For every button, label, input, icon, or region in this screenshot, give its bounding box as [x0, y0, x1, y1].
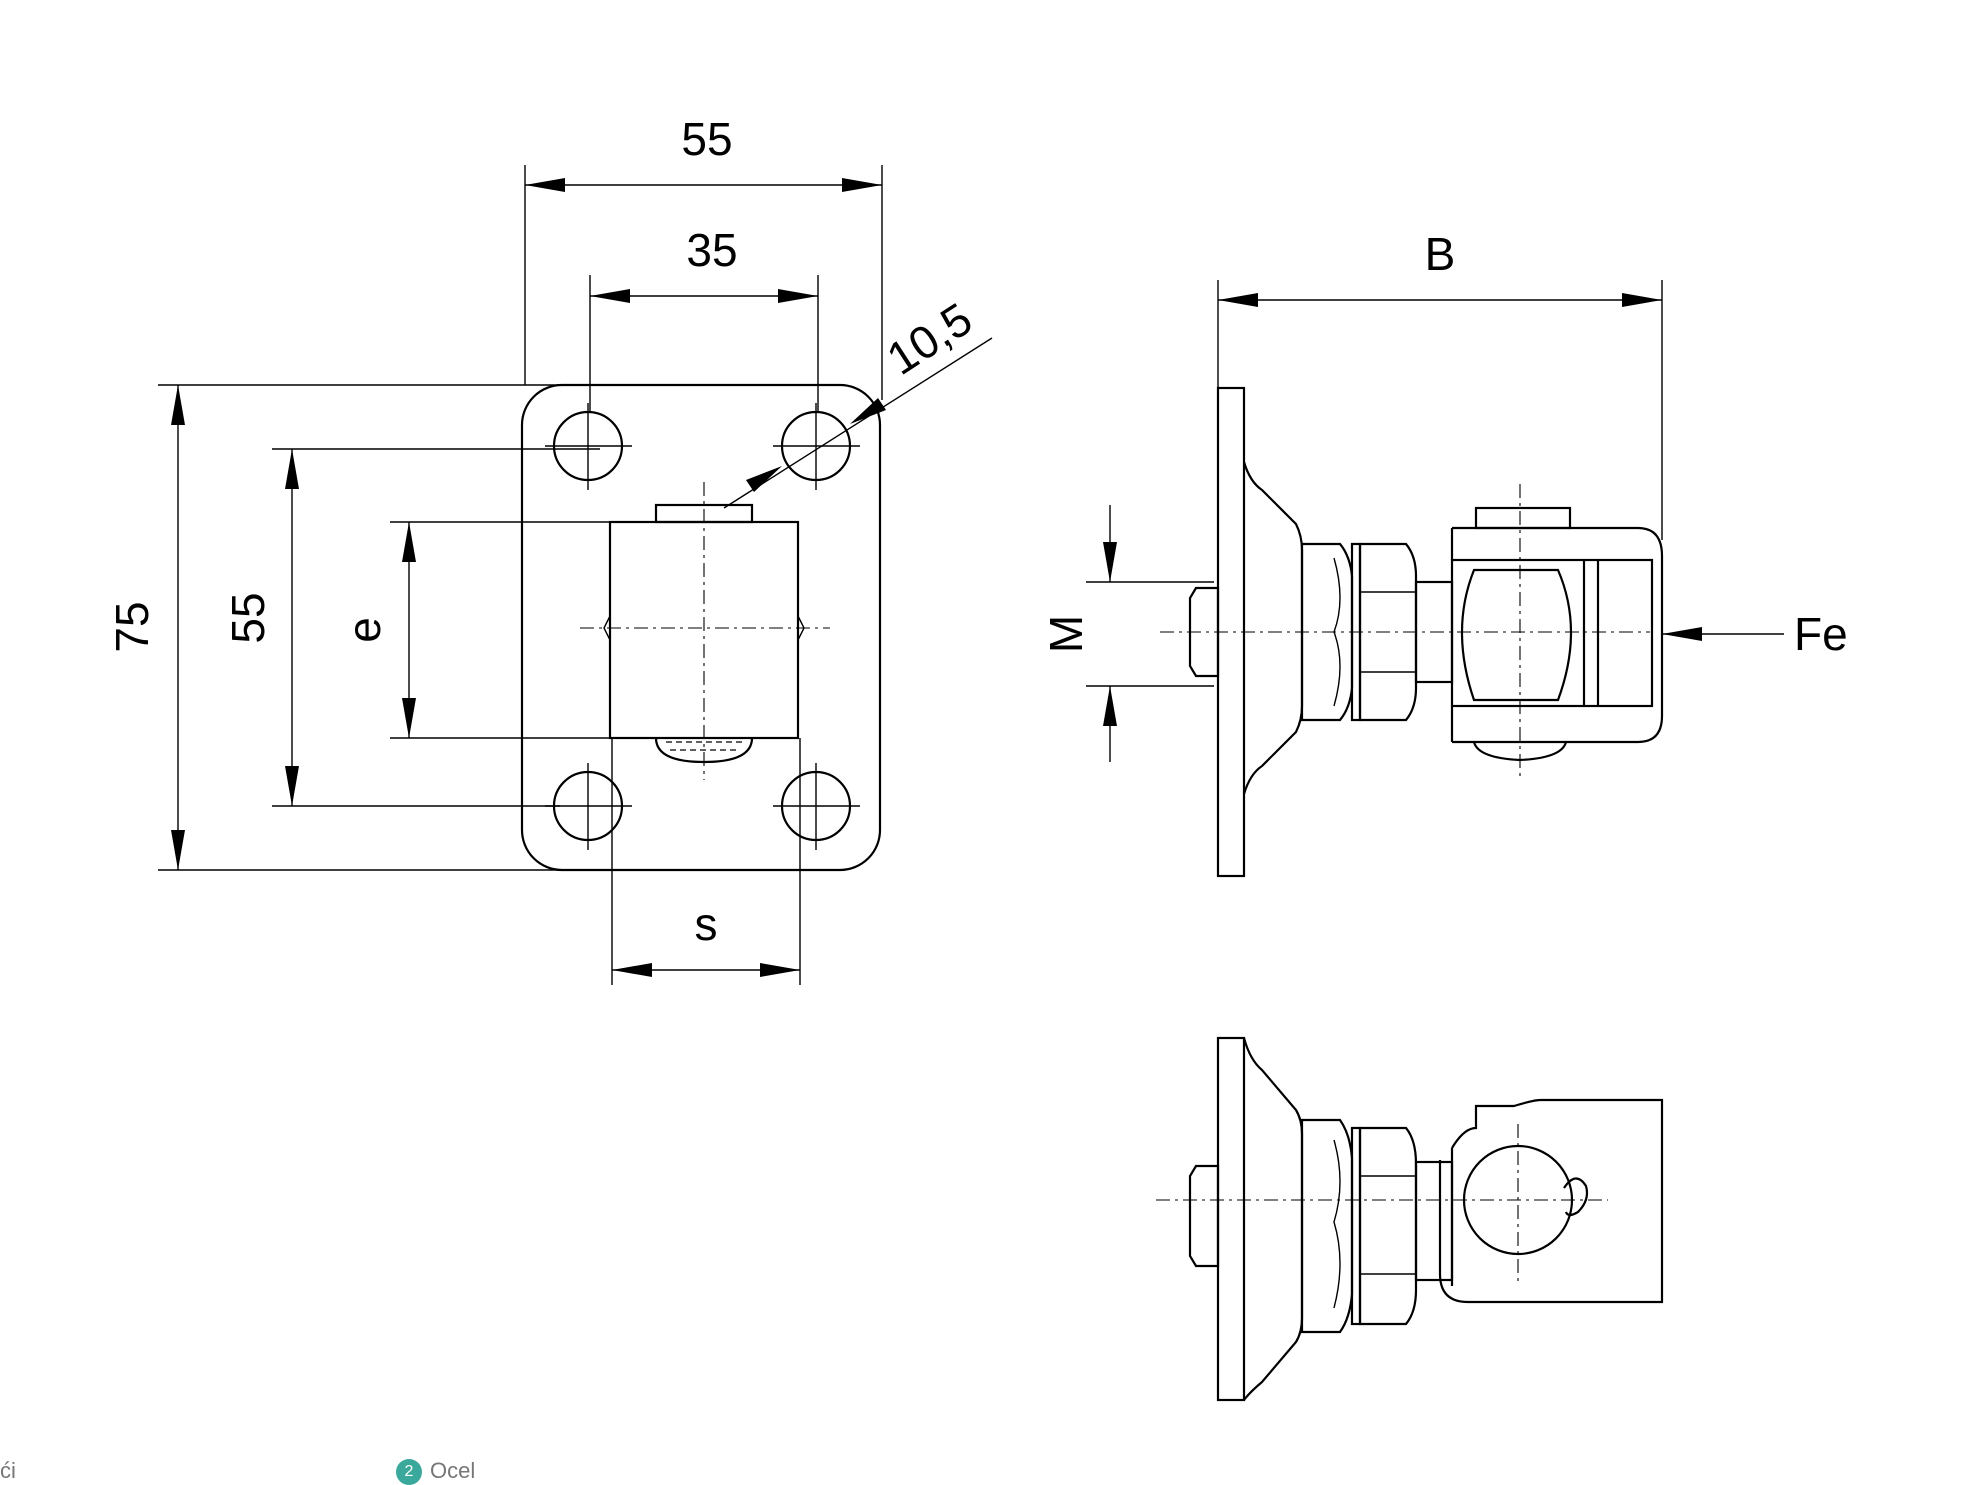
- bottom-base-plate: [1216, 1036, 1246, 1402]
- force-arrow: [1662, 627, 1702, 641]
- mounting-plate: [520, 383, 882, 872]
- dimension-hole-spacing-y: 55: [222, 592, 274, 643]
- material-badge: 2: [396, 1459, 422, 1485]
- ball-joint: [1460, 568, 1573, 702]
- side-view: B M Fe: [1040, 228, 1848, 878]
- side-conical-boss: [1242, 461, 1304, 795]
- bottom-conical-boss: [1242, 1037, 1304, 1401]
- bottom-grease-nipple: [1563, 1177, 1589, 1217]
- dimension-s: s: [695, 898, 718, 950]
- eye-housing: [1452, 526, 1664, 744]
- dimension-plate-width: 55: [681, 113, 732, 165]
- footer-left-fragment: ći: [0, 1458, 16, 1483]
- dimension-hole-spacing-x: 35: [686, 224, 737, 276]
- dimension-plate-height: 75: [106, 601, 158, 652]
- dimension-hole-diameter: 10,5: [878, 292, 981, 384]
- front-view: 55 35 10,5 75 55 e: [106, 113, 993, 985]
- bottom-view: [1156, 1036, 1664, 1402]
- bottom-eye-housing: [1438, 1098, 1664, 1304]
- dimension-m: M: [1040, 615, 1092, 653]
- nut-2: [1358, 542, 1418, 722]
- force-label: Fe: [1794, 608, 1848, 660]
- eye-inner: [1450, 558, 1654, 708]
- dimension-b: B: [1425, 228, 1456, 280]
- dimension-e: e: [338, 617, 390, 643]
- threaded-stud: [1188, 586, 1220, 678]
